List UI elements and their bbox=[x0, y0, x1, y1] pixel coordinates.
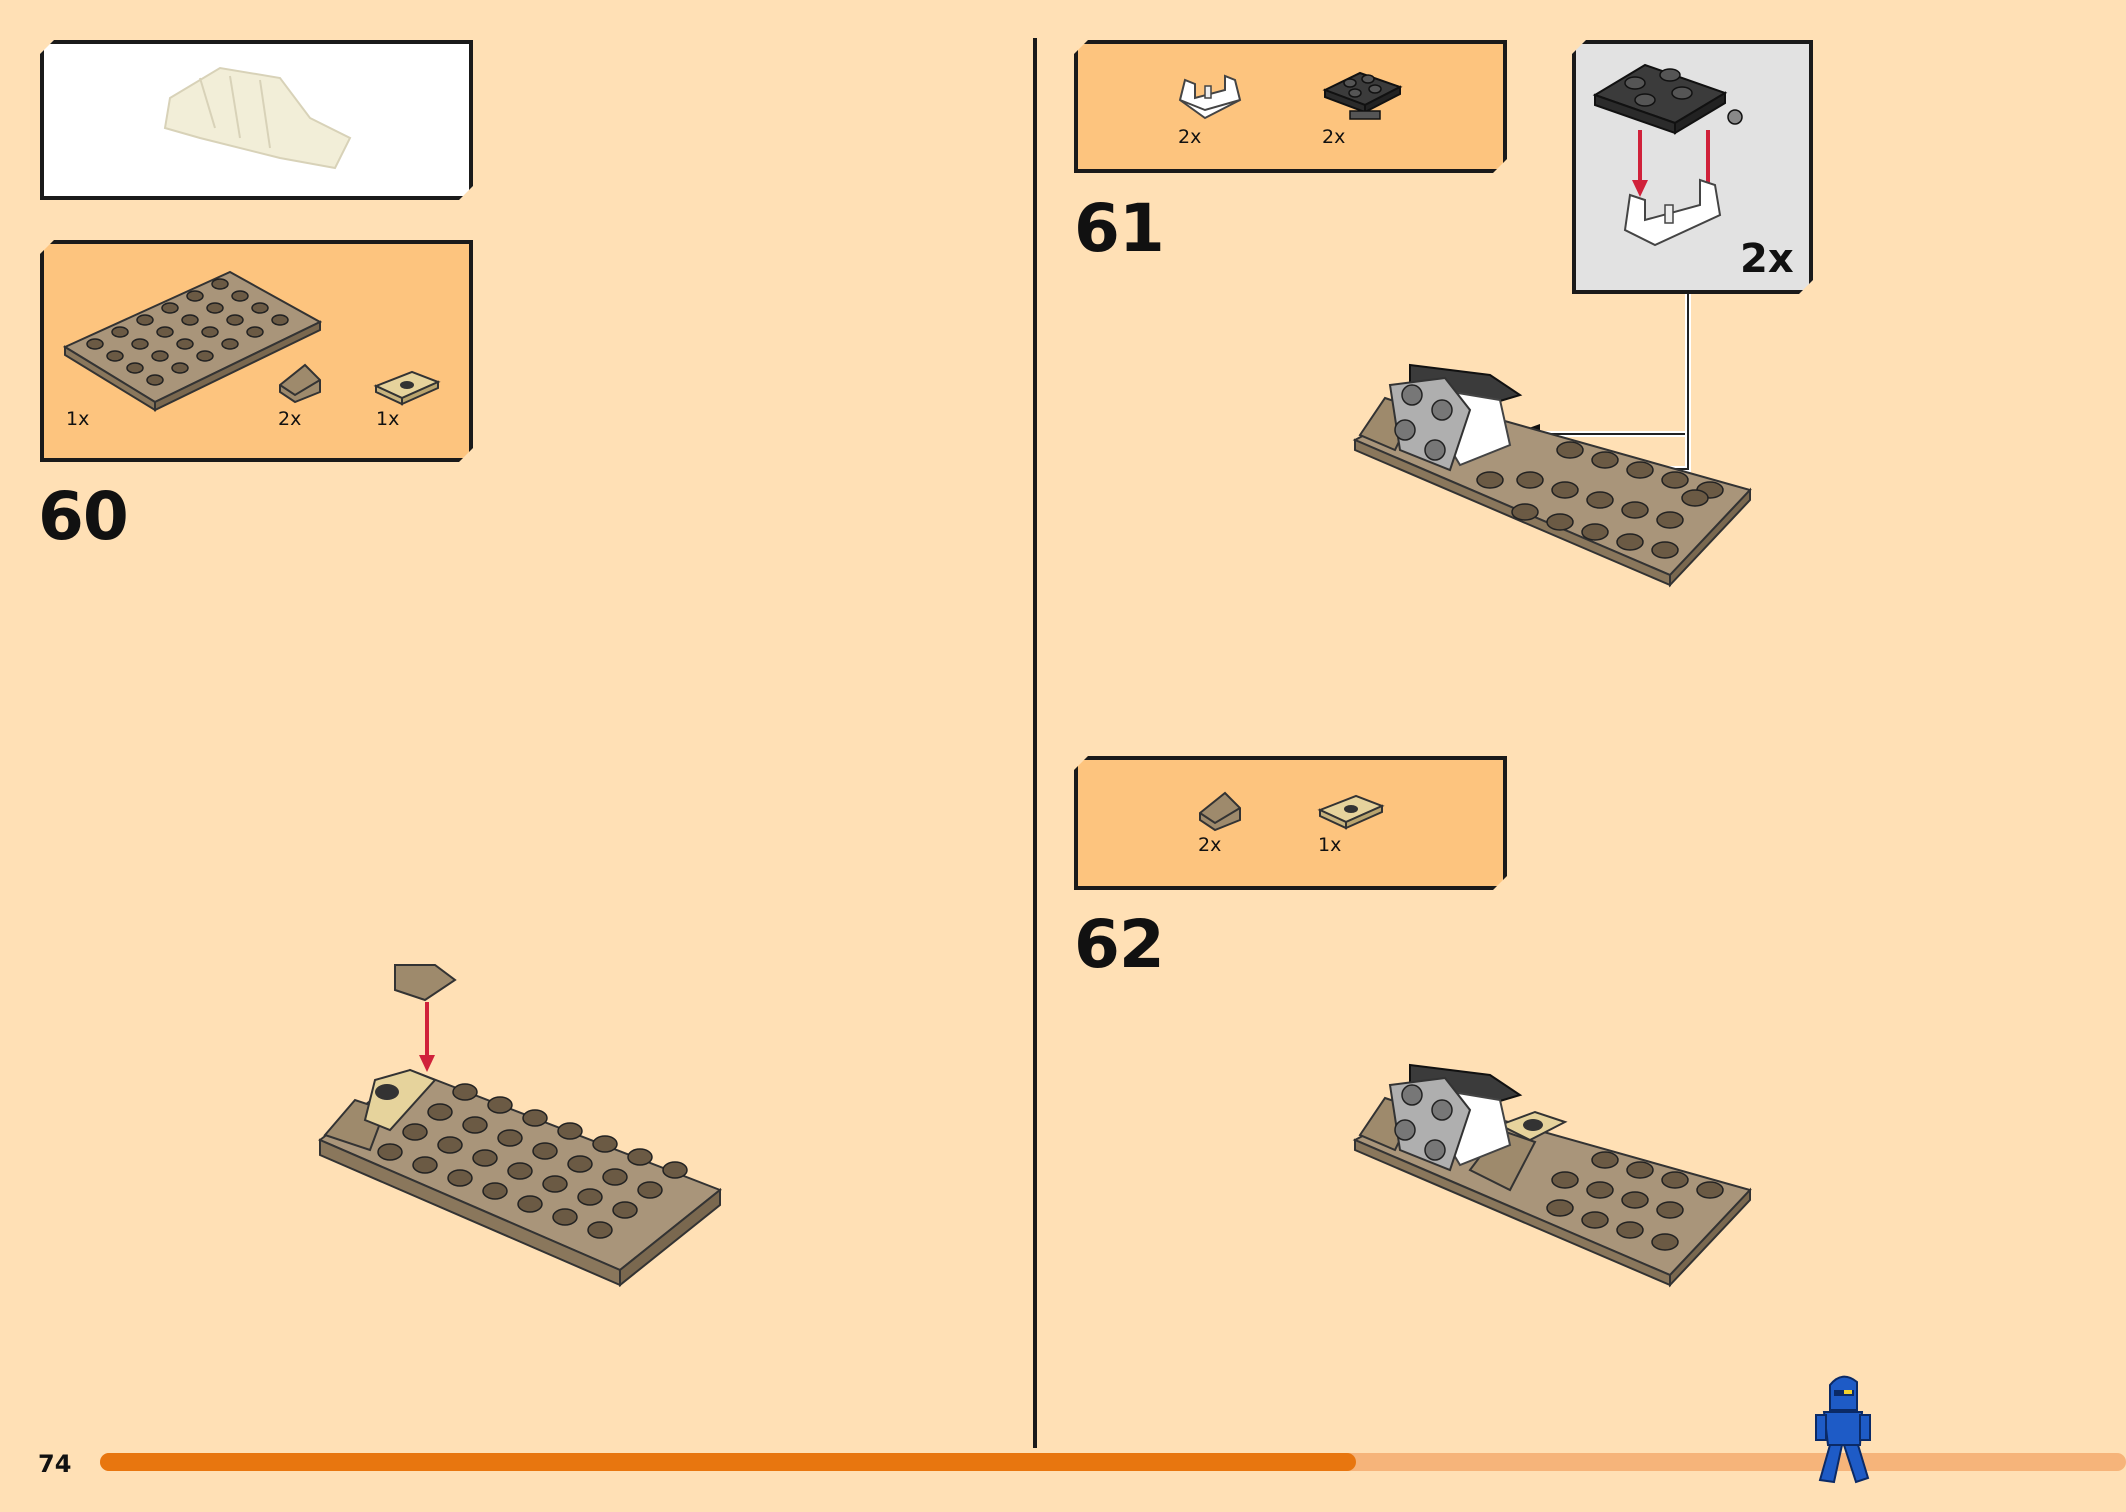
subassembly-drawing bbox=[1592, 63, 1743, 247]
step-61-parts-box bbox=[1074, 40, 1507, 173]
plate-clip-icon bbox=[1322, 71, 1403, 120]
part-qty: 2x bbox=[278, 408, 302, 430]
plate-6x12-icon bbox=[62, 270, 323, 412]
slope-icon bbox=[279, 363, 321, 404]
progress-fill bbox=[100, 1453, 1357, 1471]
part-qty: 2x bbox=[1322, 126, 1346, 148]
minifigure-icon bbox=[1815, 1375, 1871, 1484]
page-divider bbox=[1033, 38, 1037, 1448]
step-62-parts-box bbox=[1074, 756, 1507, 890]
subassembly-qty: 2x bbox=[1740, 236, 1794, 282]
step-61-assembly bbox=[1352, 363, 1752, 588]
step-number: 61 bbox=[1074, 190, 1165, 267]
step-60-assembly bbox=[318, 964, 722, 1288]
part-qty: 1x bbox=[66, 408, 90, 430]
part-qty: 1x bbox=[1318, 834, 1342, 856]
part-qty: 2x bbox=[1198, 834, 1222, 856]
part-qty: 1x bbox=[376, 408, 400, 430]
step-number: 60 bbox=[38, 478, 129, 555]
step-number: 62 bbox=[1074, 906, 1165, 983]
slope-icon bbox=[1199, 791, 1241, 832]
model-preview-icon bbox=[163, 66, 352, 170]
page-number: 74 bbox=[38, 1450, 72, 1478]
part-qty: 2x bbox=[1178, 126, 1202, 148]
jumper-plate-icon bbox=[373, 370, 441, 406]
step-62-assembly bbox=[1352, 1063, 1752, 1288]
clip-icon bbox=[1178, 74, 1242, 120]
jumper-plate-icon bbox=[1317, 794, 1385, 830]
